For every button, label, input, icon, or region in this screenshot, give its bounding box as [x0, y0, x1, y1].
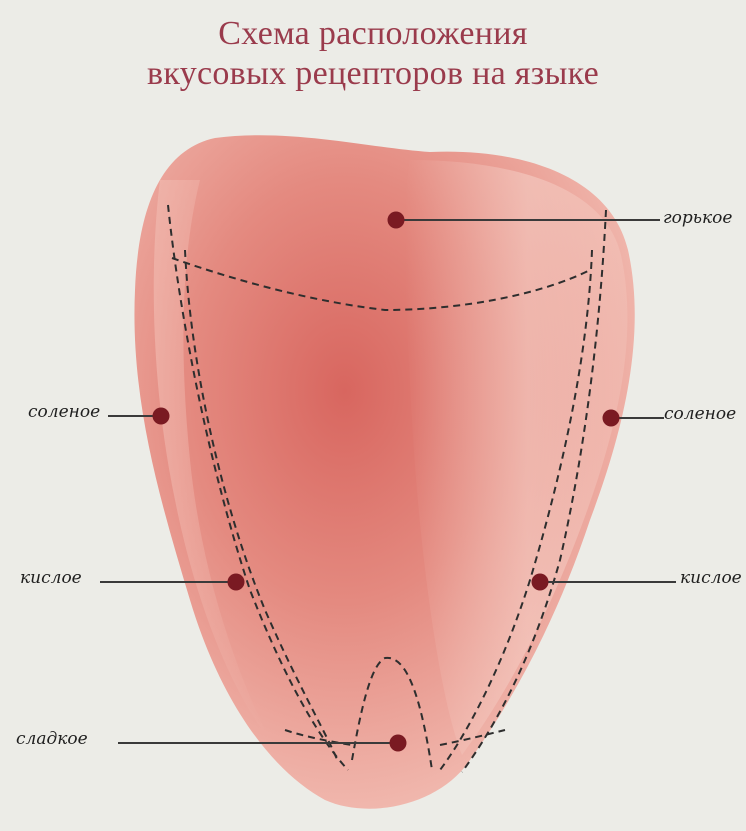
- label-sour-left: кислое: [20, 568, 82, 588]
- bitter-marker: [388, 212, 405, 229]
- sour-right-marker: [532, 574, 549, 591]
- label-salty-right: соленое: [664, 404, 736, 424]
- salty-right-marker: [603, 410, 620, 427]
- label-bitter: горькое: [663, 208, 732, 228]
- salty-left-marker: [153, 408, 170, 425]
- sweet-marker: [390, 735, 407, 752]
- label-salty-left: соленое: [28, 402, 100, 422]
- label-sour-right: кислое: [680, 568, 742, 588]
- sour-left-marker: [228, 574, 245, 591]
- label-sweet: сладкое: [16, 729, 88, 749]
